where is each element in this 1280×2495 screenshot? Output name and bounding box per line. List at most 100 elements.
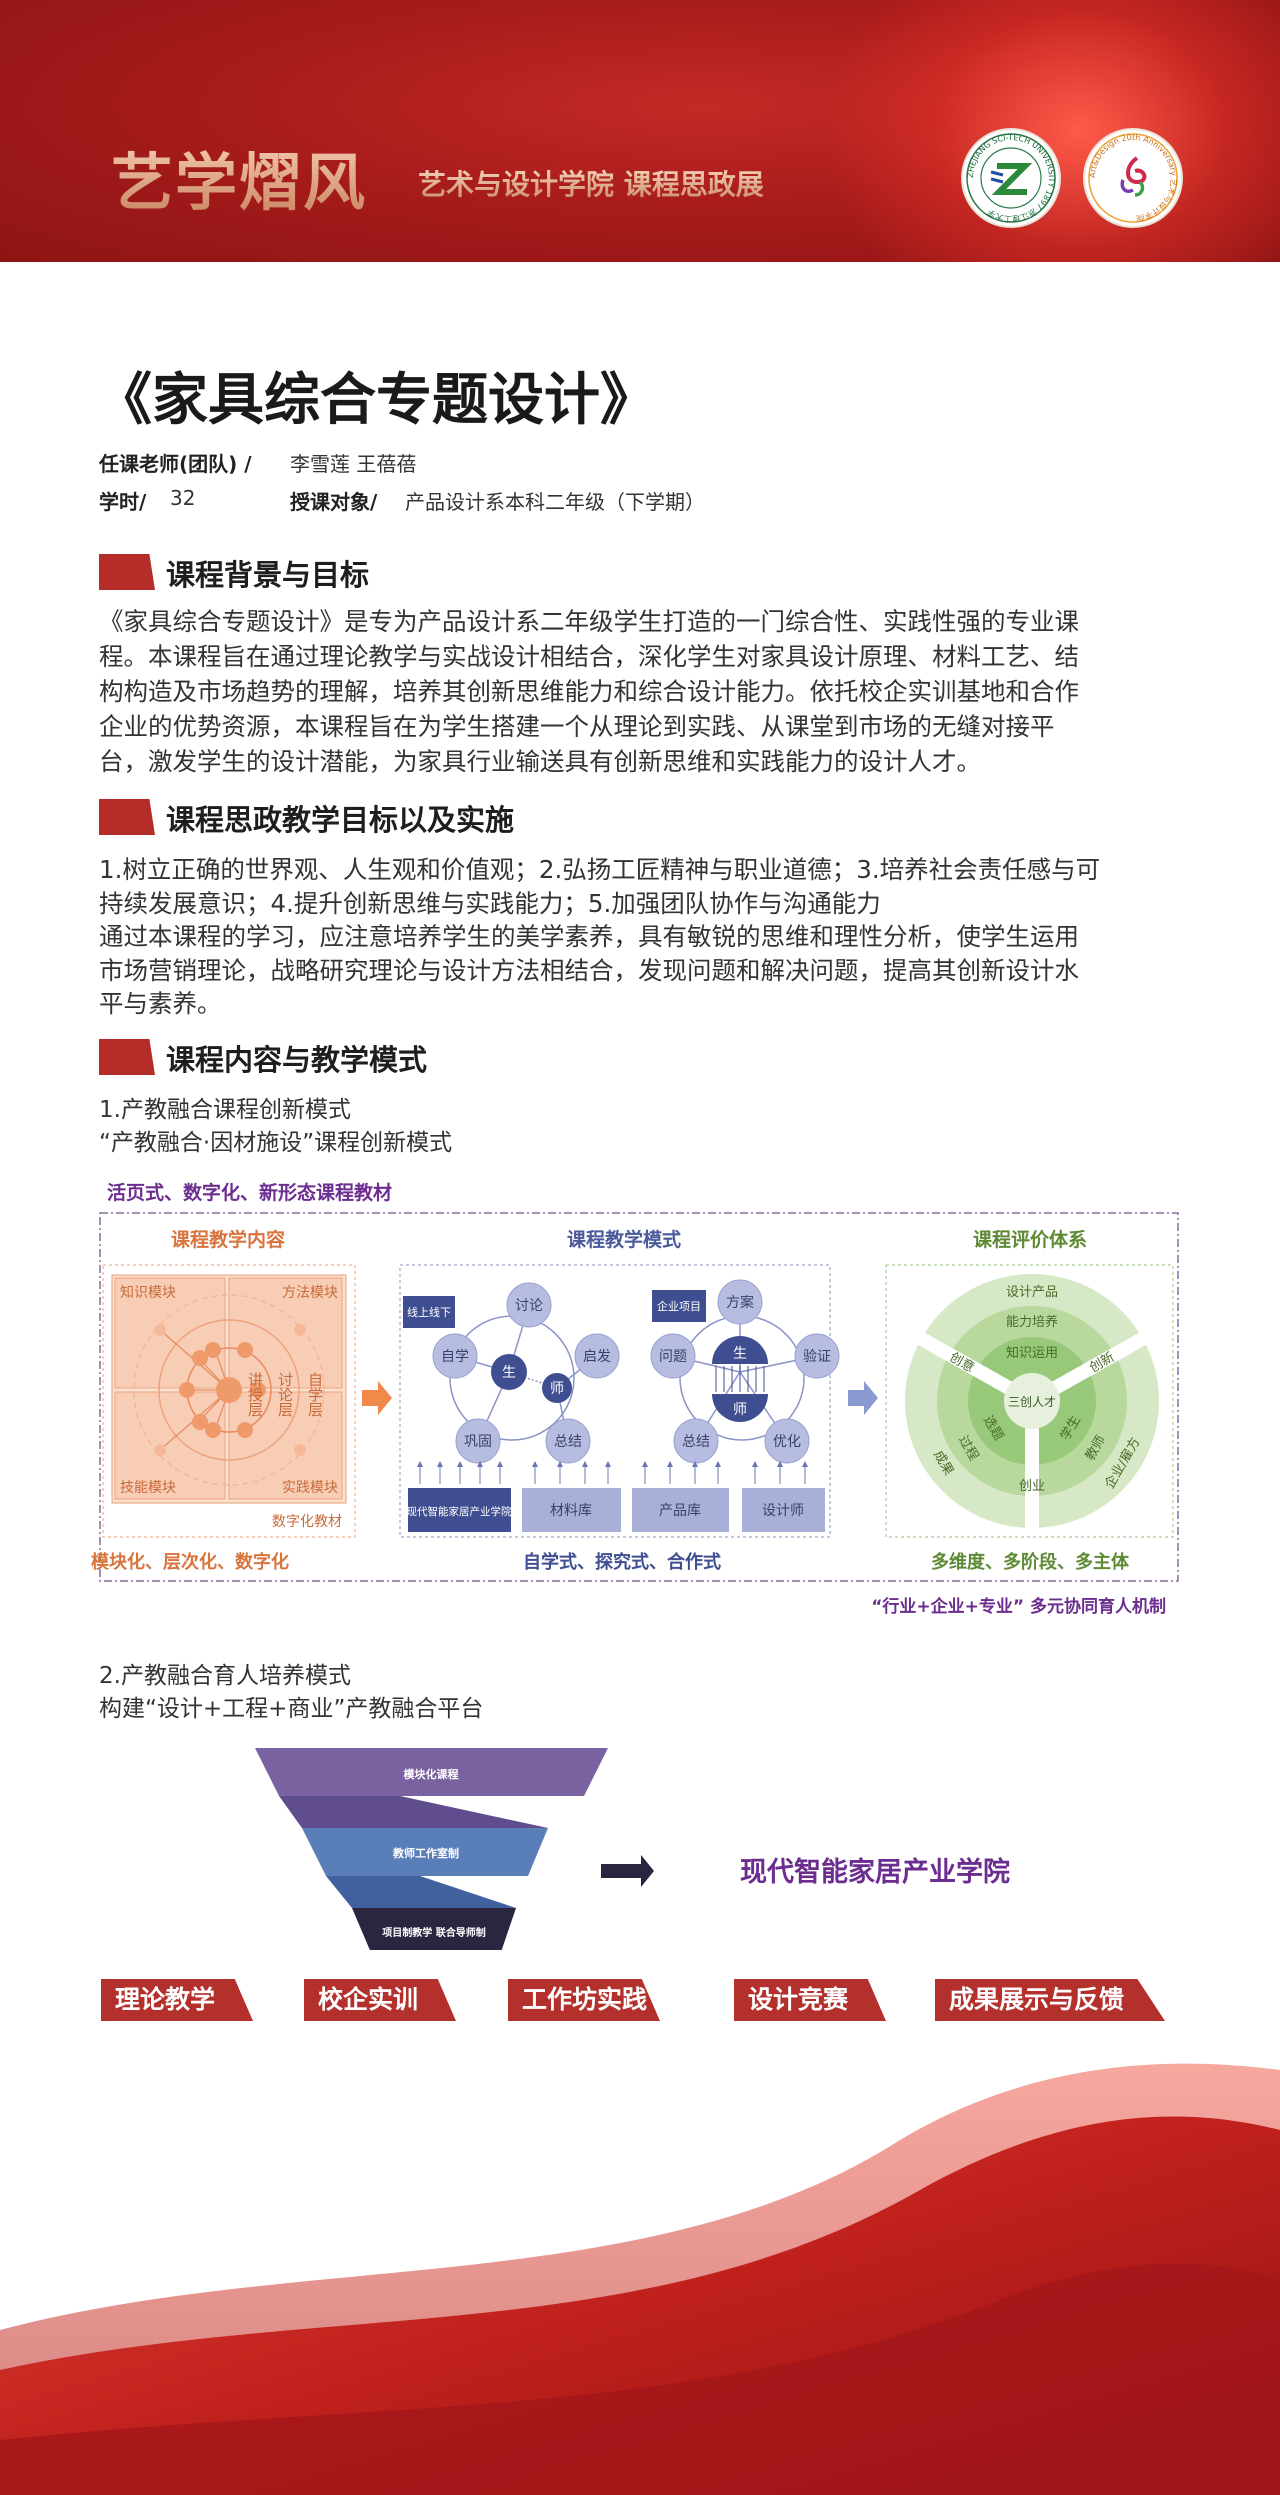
quadrant-label: 技能模块 (120, 1480, 176, 1496)
connector-lines (715, 1366, 765, 1392)
background-paragraph: 《家具综合专题设计》是专为产品设计系二年级学生打造的一门综合性、实践性强的专业课… (99, 604, 1184, 779)
evaluation-title: 课程评价体系 (973, 1228, 1087, 1251)
node-label: 优化 (773, 1434, 801, 1450)
outer-dashed-frame (99, 1212, 1179, 1582)
text-line: “产教融合·因材施设”课程创新模式 (99, 1130, 453, 1156)
teacher-label: 任课老师(团队) / (99, 452, 252, 476)
eval-labels: 设计产品 能力培养 知识运用 创意 创新 创业 选题 过程 成果 学生 教师 企… (930, 1285, 1144, 1494)
quadrant-label: 方法模块 (282, 1285, 338, 1301)
course-title: 《家具综合专题设计》 (96, 368, 656, 433)
quadrant (228, 1391, 343, 1500)
quadrant (114, 1277, 226, 1389)
anniversary-logo: Art&Design 20th Anniversary 艺术与设计学院 (1083, 128, 1183, 228)
node-label: 自学 (441, 1349, 469, 1365)
text-line: 1.树立正确的世界观、人生观和价值观；2.弘扬工匠精神与职业道德；3.培养社会责… (99, 855, 1101, 884)
layer-label: 讨论层 (276, 1372, 294, 1417)
section-heading-content: 课程内容与教学模式 (166, 1043, 428, 1077)
text-line: 2.产教融合育人培养模式 (99, 1663, 351, 1689)
content-title: 课程教学内容 (171, 1228, 285, 1251)
teacher-names: 李雪莲 王蓓蓓 (290, 452, 417, 476)
audience-value: 产品设计系本科二年级（下学期） (405, 490, 705, 514)
node-label: 师 (550, 1381, 564, 1397)
ring-label: 设计产品 (1006, 1285, 1058, 1300)
text-line: 程。本课程旨在通过理论教学与实战设计相结合，深化学生对家具设计原理、材料工艺、结 (99, 642, 1079, 671)
text-line: 平与素养。 (99, 989, 222, 1018)
banner-sheen (820, 0, 1280, 262)
mode-footer: 自学式、探究式、合作式 (523, 1551, 721, 1573)
node-label: 师 (733, 1402, 747, 1418)
banner-subtitle: 艺术与设计学院 课程思政展 (418, 163, 764, 203)
tag-enterprise-project (652, 1290, 706, 1322)
funnel-connector (326, 1876, 516, 1908)
student-half-node (712, 1336, 768, 1364)
layer-label: 自学层 (306, 1372, 324, 1417)
content-caption: 数字化教材 (272, 1514, 342, 1530)
section-marker (99, 554, 155, 590)
text-line: 构建“设计+工程+商业”产教融合平台 (99, 1696, 484, 1722)
blue-arrow-icon (848, 1381, 878, 1415)
subsection-2: 2.产教融合育人培养模式 构建“设计+工程+商业”产教融合平台 (99, 1660, 483, 1726)
step-enterprise-training: 校企实训 (304, 1979, 456, 2021)
cluster-1-nodes (432, 1282, 620, 1464)
university-logo: ZHEJIANG SCI-TECH UNIVERSITY 1897 浙江理工大学 (961, 128, 1061, 228)
node-label: 问题 (659, 1349, 687, 1365)
node-label: 讨论 (515, 1298, 543, 1314)
funnel-tier-2 (302, 1828, 548, 1876)
text-line: 企业的优势资源，本课程旨在为学生搭建一个从理论到实践、从课堂到市场的无缝对接平 (99, 712, 1055, 741)
resource-label: 设计师 (762, 1503, 804, 1519)
resource-box (742, 1488, 825, 1532)
orange-arrow-icon (362, 1381, 392, 1415)
step-workshop-practice: 工作坊实践 (508, 1979, 660, 2021)
cluster-2-labels: 方案 问题 验证 总结 优化 生 师 (659, 1294, 831, 1450)
support-arrows (417, 1461, 808, 1484)
hours-label: 学时/ (99, 490, 147, 514)
arrow-right-icon (601, 1855, 654, 1887)
tag-online-offline (403, 1296, 455, 1328)
text-line: 通过本课程的学习，应注意培养学生的美学素养，具有敏锐的思维和理性分析，使学生运用 (99, 922, 1079, 951)
header-banner: 艺学熠风 艺术与设计学院 课程思政展 ZHEJIANG SCI-TECH UNI… (0, 0, 1280, 262)
node-label: 验证 (803, 1349, 831, 1365)
network-ring (158, 1319, 300, 1461)
footer-red-wave (0, 2063, 1280, 2495)
eval-center-label: 三创人才 (1008, 1395, 1056, 1409)
layer-label: 讲授层 (246, 1372, 264, 1417)
resource-label: 材料库 (550, 1503, 592, 1519)
section-heading-goals: 课程思政教学目标以及实施 (166, 803, 515, 837)
text-line: 市场营销理论，战略研究理论与设计方法相结合，发现问题和解决问题，提高其创新设计水 (99, 955, 1079, 985)
tag-label: 线上线下 (407, 1305, 451, 1319)
ring-label: 能力培养 (1006, 1314, 1058, 1330)
resource-label: 产品库 (659, 1503, 701, 1519)
funnel-label: 项目制教学 联合导师制 (382, 1926, 485, 1939)
mode-title: 课程教学模式 (567, 1228, 681, 1251)
funnel-tier-1 (255, 1748, 608, 1796)
industry-college-label: 现代智能家居产业学院 (740, 1856, 1010, 1888)
quadrant-label: 知识模块 (120, 1284, 176, 1301)
section-marker (99, 1039, 155, 1075)
step-showcase-feedback: 成果展示与反馈 (935, 1979, 1165, 2021)
resource-box (408, 1488, 511, 1532)
network-ring (133, 1294, 325, 1486)
node-label: 生 (733, 1346, 747, 1362)
diagram-bottom-note: “行业+企业+专业” 多元协同育人机制 (871, 1596, 1166, 1617)
node-label: 启发 (583, 1349, 611, 1365)
funnel-label: 教师工作室制 (392, 1846, 459, 1860)
funnel-diagram: 模块化课程 教师工作室制 项目制教学 联合导师制 现代智能家居产业学院 (255, 1748, 1010, 1950)
goals-paragraph: 1.树立正确的世界观、人生观和价值观；2.弘扬工匠精神与职业道德；3.培养社会责… (99, 853, 1184, 1021)
cluster-1-labels: 讨论 自学 启发 巩固 总结 生 师 (441, 1298, 611, 1450)
branch-label: 创业 (1019, 1479, 1045, 1494)
evaluation-footer: 多维度、多阶段、多主体 (931, 1551, 1130, 1573)
funnel-label: 模块化课程 (404, 1767, 459, 1781)
ring-label: 知识运用 (1006, 1345, 1058, 1361)
resource-label: 现代智能家居产业学院 (407, 1505, 512, 1518)
eval-center (1004, 1373, 1060, 1429)
hours-value: 32 (170, 486, 196, 510)
tag-label: 企业项目 (657, 1299, 701, 1313)
node-label: 总结 (554, 1434, 582, 1450)
node-label: 巩固 (464, 1434, 492, 1450)
resource-box (522, 1488, 621, 1532)
evaluation-box (885, 1264, 1174, 1538)
diagram-top-label: 活页式、数字化、新形态课程教材 (107, 1181, 392, 1204)
section-heading-background: 课程背景与目标 (166, 558, 370, 592)
mode-box (399, 1264, 831, 1538)
content-box (102, 1264, 356, 1538)
